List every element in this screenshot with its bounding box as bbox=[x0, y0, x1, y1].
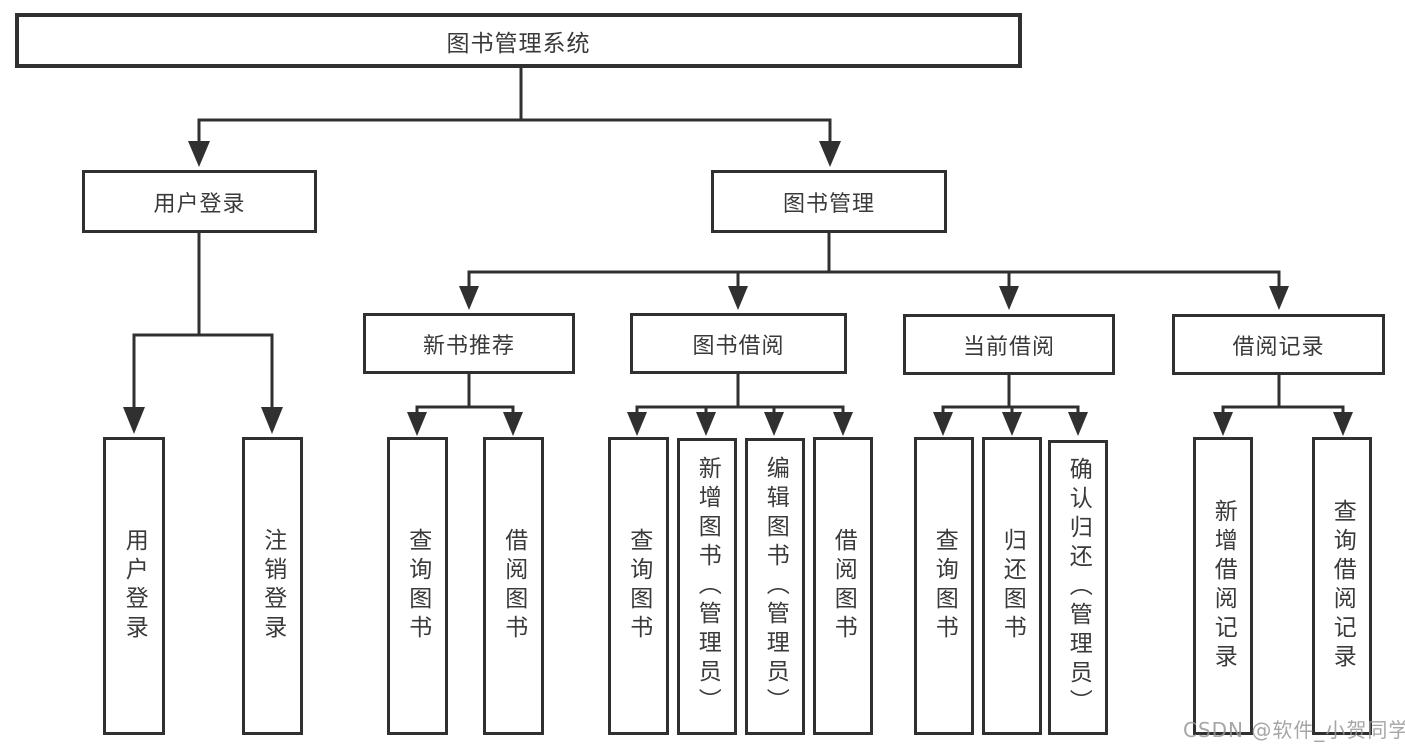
leaf-confirm-return-admin: 确认归还（管理员） bbox=[1048, 440, 1108, 735]
node-new-book-recommend: 新书推荐 bbox=[363, 313, 575, 374]
leaf-query-books-borrow: 查询图书 bbox=[608, 437, 669, 735]
node-current-borrow: 当前借阅 bbox=[903, 314, 1115, 375]
leaf-borrow-books: 借阅图书 bbox=[813, 437, 873, 735]
node-library-management-system: 图书管理系统 bbox=[15, 13, 1022, 68]
node-book-management: 图书管理 bbox=[711, 170, 947, 233]
leaf-return-books: 归还图书 bbox=[982, 437, 1042, 735]
node-borrow-records: 借阅记录 bbox=[1172, 314, 1385, 375]
leaf-add-borrow-record: 新增借阅记录 bbox=[1193, 437, 1253, 735]
node-book-borrow: 图书借阅 bbox=[630, 313, 847, 374]
leaf-user-login: 用户登录 bbox=[103, 437, 165, 735]
leaf-edit-books-admin: 编辑图书（管理员） bbox=[745, 438, 805, 735]
leaf-query-borrow-record: 查询借阅记录 bbox=[1312, 437, 1372, 735]
leaf-query-books-current: 查询图书 bbox=[914, 437, 974, 735]
leaf-add-books-admin: 新增图书（管理员） bbox=[677, 438, 737, 735]
leaf-query-books-recommend: 查询图书 bbox=[387, 437, 448, 735]
leaf-logout: 注销登录 bbox=[242, 437, 303, 735]
leaf-borrow-books-recommend: 借阅图书 bbox=[483, 437, 544, 735]
node-user-login: 用户登录 bbox=[82, 170, 317, 233]
csdn-watermark: CSDN @软件_小贺同学 bbox=[1183, 718, 1405, 742]
